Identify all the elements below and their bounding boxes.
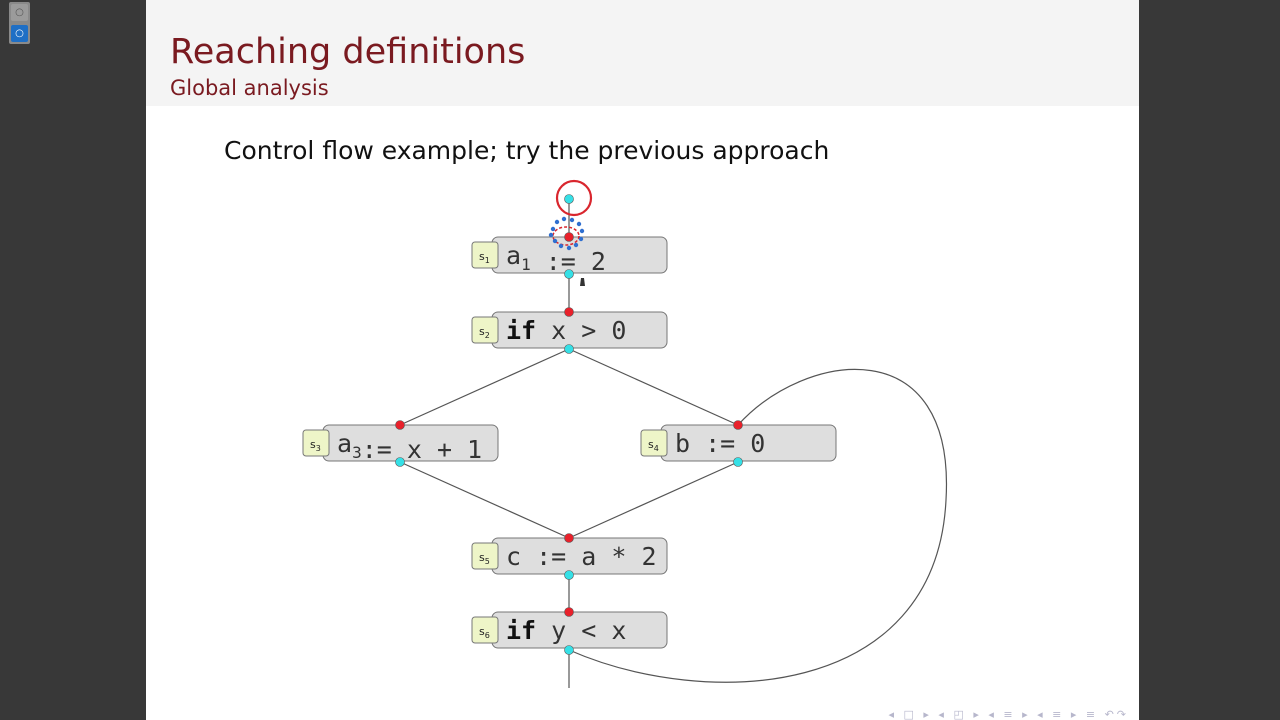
slide: Reaching definitions Global analysis Con… (146, 0, 1139, 720)
edge-s3-s5 (399, 461, 570, 539)
diagram-markers (395, 194, 743, 655)
s2-entry-point (564, 307, 574, 317)
statement-label-box (471, 542, 499, 570)
circle-icon: ○ (15, 28, 24, 39)
code-keyword: if (506, 616, 536, 645)
statement-label-box (471, 316, 499, 344)
s3-exit-point (395, 457, 405, 467)
statement-code: if y < x (506, 616, 626, 645)
code-text: b := 0 (675, 429, 765, 458)
s5-exit-point (564, 570, 574, 580)
cursor-dot (558, 243, 564, 249)
slide-header: Reaching definitions Global analysis (146, 0, 1139, 106)
code-text: a (337, 429, 352, 458)
statement-code: a3:= x + 1 (337, 429, 482, 464)
cursor-dot (566, 245, 572, 251)
s5-entry-point (564, 533, 574, 543)
cursor-dot (552, 238, 558, 244)
statement-label-subscript: 1 (485, 256, 490, 265)
code-text: a (506, 241, 521, 270)
beamer-navigation-bar[interactable]: ◂ □ ▸ ◂ ◰ ▸ ◂ ≡ ▸ ◂ ≡ ▸ ≡ ↶↷ (888, 708, 1129, 720)
statement-label: s4 (648, 438, 659, 453)
code-text: c := a * 2 (506, 542, 657, 571)
code-text: y < x (536, 616, 626, 645)
highlight-ring-annotation (552, 226, 580, 246)
statement-label-box (302, 429, 330, 457)
program-entry-point (564, 194, 574, 204)
circle-icon: ○ (15, 7, 24, 18)
cursor-dot (579, 228, 585, 234)
node-s4: s4 b := 0 (640, 424, 837, 462)
cursor-dot (573, 242, 579, 248)
cursor-dot (561, 216, 567, 222)
statement-label-subscript: 5 (485, 557, 490, 566)
statement-label-box (471, 616, 499, 644)
statement-label: s5 (479, 551, 490, 566)
slide-title: Reaching definitions (170, 32, 526, 72)
statement-label-box (471, 241, 499, 269)
statement-label: s6 (479, 625, 490, 640)
edge-s2-s3 (399, 348, 570, 426)
s2-exit-point (564, 344, 574, 354)
code-keyword: if (506, 316, 536, 345)
cursor-dot (569, 217, 575, 223)
code-subscript: 1 (521, 255, 531, 274)
highlight-circle-annotation (555, 179, 593, 217)
statement-label-subscript: 3 (316, 444, 321, 453)
statement-label: s3 (310, 438, 321, 453)
cursor-dot (578, 236, 584, 242)
s1-exit-point (564, 269, 574, 279)
s3-entry-point (395, 420, 405, 430)
node-s6: s6 if y < x (471, 611, 668, 649)
statement-code: b := 0 (675, 429, 765, 458)
diagram-edges (399, 199, 947, 688)
statement-label: s1 (479, 250, 490, 265)
edge-s4-s5 (568, 461, 739, 539)
cursor-dot (548, 232, 554, 238)
statement-code: if x > 0 (506, 316, 626, 345)
s6-entry-point (564, 607, 574, 617)
s6-exit-point (564, 645, 574, 655)
s1-entry-point (564, 232, 574, 242)
cursor-dot (554, 219, 560, 225)
node-s5: s5 c := a * 2 (471, 537, 668, 575)
cursor-dot (576, 221, 582, 227)
statement-label-subscript: 6 (485, 631, 490, 640)
slide-subtitle: Global analysis (170, 76, 329, 100)
slide-body-text: Control flow example; try the previous a… (224, 136, 830, 165)
mouse-cursor-icon (580, 278, 585, 286)
highlighter-tool-button[interactable]: ○ (11, 25, 28, 42)
statement-label-subscript: 2 (485, 331, 490, 340)
edge-s6-loop-s4 (568, 368, 947, 683)
diagram-annotations (548, 179, 593, 286)
edge-s2-s4 (568, 348, 739, 426)
pen-tool-button[interactable]: ○ (11, 4, 28, 21)
node-s2: s2 if x > 0 (471, 311, 668, 349)
code-text: x > 0 (536, 316, 626, 345)
statement-label-box (640, 429, 668, 457)
statement-code: c := a * 2 (506, 542, 657, 571)
s4-entry-point (733, 420, 743, 430)
code-subscript: 3 (352, 443, 362, 462)
s4-exit-point (733, 457, 743, 467)
statement-code: a1 := 2 (506, 241, 606, 276)
cursor-dot (550, 226, 556, 232)
code-text: := x + 1 (362, 435, 482, 464)
node-s1: s1 a1 := 2 (471, 236, 668, 276)
viewer-toolbar: ○ ○ (9, 2, 30, 44)
statement-label: s2 (479, 325, 490, 340)
statement-label-subscript: 4 (654, 444, 659, 453)
